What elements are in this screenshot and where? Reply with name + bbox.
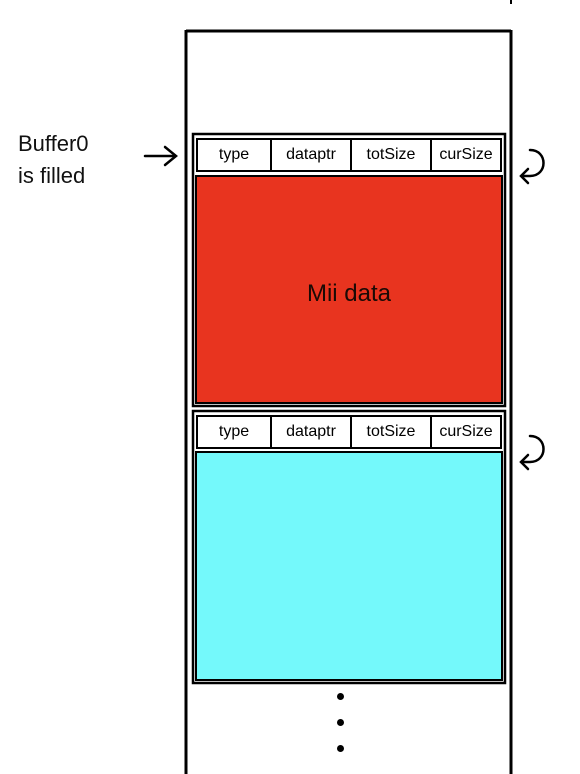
header-cell-totsize: totSize <box>352 140 432 170</box>
buffer0-frame <box>191 132 507 408</box>
buffer1-data-block <box>195 451 503 681</box>
right-arrow-icon <box>143 145 178 167</box>
buffer-name: Buffer0 <box>18 131 89 156</box>
buffer0-data-label: Mii data <box>306 280 392 307</box>
buffer1-frame <box>191 409 507 685</box>
header-cell-dataptr: dataptr <box>272 417 352 447</box>
continuation-ellipsis: ⋮ <box>326 683 356 763</box>
header-cell-cursize: curSize <box>439 423 493 440</box>
header-cell-type: type <box>198 140 272 170</box>
header-cell-dataptr: dataptr <box>272 140 352 170</box>
buffer-status: is filled <box>18 163 86 188</box>
return-arrow-icon <box>519 148 545 185</box>
header-cell-type: type <box>198 417 272 447</box>
return-arrow-icon <box>519 434 545 471</box>
buffer0-data-block <box>195 175 503 404</box>
buffer1-header: type dataptr totSize curSize <box>196 415 502 449</box>
buffer-status-label: Buffer0 is filled <box>18 128 143 192</box>
header-cell-totsize: totSize <box>352 417 432 447</box>
buffer0-header: type dataptr totSize curSize <box>196 138 502 172</box>
header-cell-cursize: curSize <box>439 146 493 163</box>
